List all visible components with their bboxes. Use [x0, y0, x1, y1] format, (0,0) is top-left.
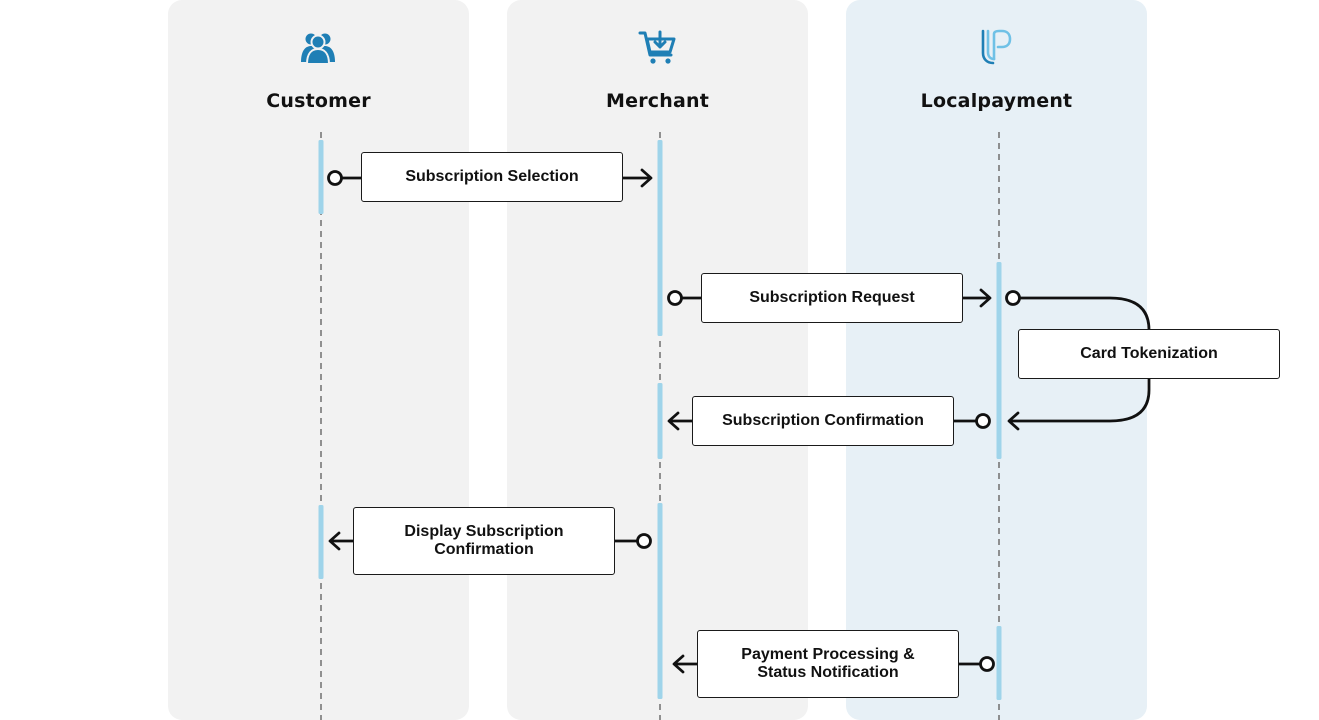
subscription-request-box: Subscription Request: [701, 273, 963, 323]
localpayment-logo-icon: [981, 29, 1012, 65]
card-tokenization-box: Card Tokenization: [1018, 329, 1280, 379]
display-confirmation-label-line1: Display Subscription: [404, 523, 564, 540]
merchant-lane-title: Merchant: [606, 90, 709, 112]
subscription-confirmation-label: Subscription Confirmation: [722, 412, 924, 429]
customer-lane-title: Customer: [266, 90, 371, 112]
display-subscription-confirmation-box: Display Subscription Confirmation: [353, 507, 615, 575]
subscription-selection-label: Subscription Selection: [405, 168, 579, 185]
cart-icon: [638, 30, 676, 64]
payment-processing-box: Payment Processing & Status Notification: [697, 630, 959, 698]
subscription-confirmation-box: Subscription Confirmation: [692, 396, 954, 446]
merchant-activation-bar: [657, 140, 663, 336]
customer-activation-bar: [318, 140, 324, 214]
arrow-subscription-request: [667, 288, 992, 308]
display-confirmation-label-line2: Confirmation: [434, 541, 534, 558]
localpayment-activation-bar: [996, 262, 1002, 459]
customer-lane: Customer: [168, 0, 469, 720]
card-tokenization-label: Card Tokenization: [1080, 345, 1218, 362]
arrow-subscription-selection: [327, 168, 653, 188]
subscription-request-label: Subscription Request: [749, 289, 915, 306]
arrow-subscription-confirmation: [667, 411, 991, 431]
arrow-card-tokenization-loop: [1005, 290, 1151, 431]
customer-activation-bar: [318, 505, 324, 579]
subscription-selection-box: Subscription Selection: [361, 152, 623, 202]
payment-processing-label-line2: Status Notification: [757, 664, 899, 681]
localpayment-lane-title: Localpayment: [920, 90, 1073, 112]
users-icon: [301, 33, 335, 65]
arrow-display-subscription-confirmation: [328, 531, 652, 551]
arrow-payment-processing: [672, 654, 995, 674]
merchant-activation-bar: [657, 503, 663, 699]
payment-processing-label-line1: Payment Processing &: [741, 646, 915, 663]
merchant-activation-bar: [657, 383, 663, 459]
localpayment-activation-bar: [996, 626, 1002, 700]
